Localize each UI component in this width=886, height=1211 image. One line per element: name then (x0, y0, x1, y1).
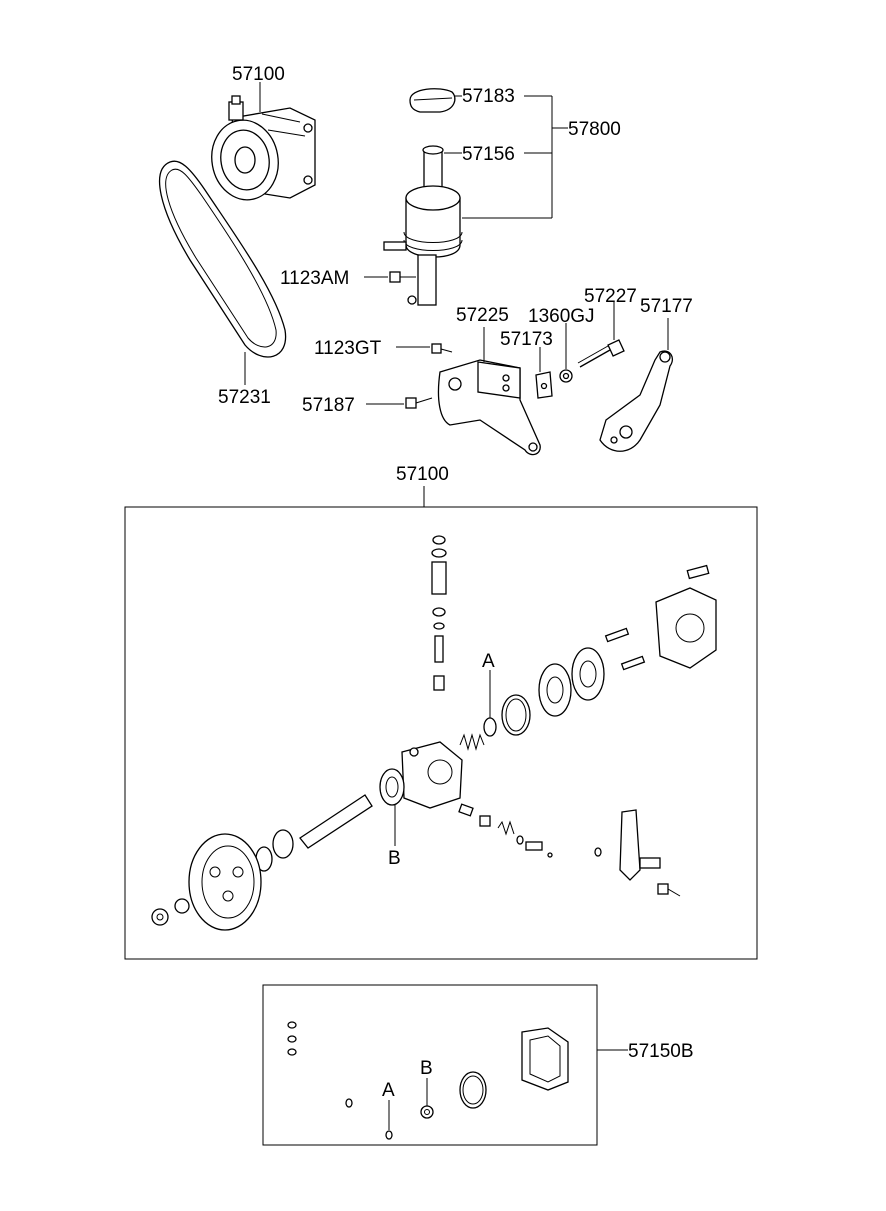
label-kit-ref-a: A (382, 1080, 395, 1101)
pump-exploded-frame (124, 506, 758, 960)
reservoir-cap-illustration (409, 88, 456, 113)
label-arm: 57177 (640, 296, 693, 317)
washer-illustration (559, 369, 573, 383)
label-bolt-57227: 57227 (584, 286, 637, 307)
reservoir-bracket-line (462, 95, 568, 219)
reservoir-illustration (383, 185, 463, 306)
bolt-57227-illustration (577, 339, 625, 368)
label-pump-assy-top: 57100 (232, 64, 285, 85)
label-ref-b: B (388, 848, 401, 869)
label-reservoir: 57800 (568, 119, 621, 140)
bolt-57187-illustration (405, 397, 433, 409)
label-cap: 57183 (462, 86, 515, 107)
plate-illustration (535, 371, 553, 399)
filter-illustration (422, 145, 444, 189)
label-filter: 57156 (462, 144, 515, 165)
bolt-1123gt-illustration (431, 343, 453, 354)
label-bolt-57187: 57187 (302, 395, 355, 416)
bolt-1123am-illustration (389, 271, 416, 283)
label-plate: 57173 (500, 329, 553, 350)
label-kit-ref-b: B (420, 1058, 433, 1079)
repair-kit-parts (287, 1021, 569, 1140)
arm-illustration (599, 350, 674, 452)
exploded-pump-parts (151, 535, 717, 931)
label-bracket: 57225 (456, 305, 509, 326)
repair-kit-frame (262, 984, 598, 1146)
label-belt: 57231 (218, 387, 271, 408)
v-belt-illustration (158, 160, 287, 358)
bracket-illustration (437, 359, 541, 456)
label-ref-a: A (482, 651, 495, 672)
label-pump-assy-box: 57100 (396, 464, 449, 485)
label-washer: 1360GJ (528, 306, 595, 327)
label-repair-kit: 57150B (628, 1041, 694, 1062)
label-bolt-1123gt: 1123GT (314, 338, 382, 359)
pump-assembly-illustration (211, 95, 316, 201)
label-bolt-1123am: 1123AM (280, 268, 349, 289)
